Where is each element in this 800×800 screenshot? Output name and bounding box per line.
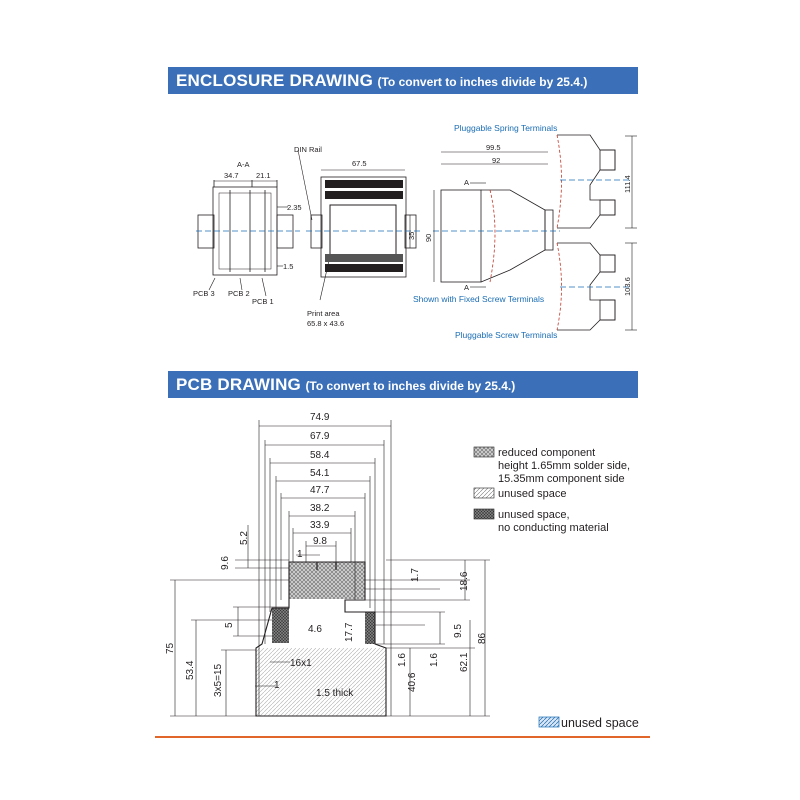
dim-1-7: 1.7 xyxy=(410,568,421,582)
label-pcb1: PCB 1 xyxy=(252,297,274,306)
dim-21-1: 21.1 xyxy=(256,171,271,180)
footer-unused-label: unused space xyxy=(561,716,639,730)
front-view xyxy=(297,149,420,301)
dim-18-6: 18.6 xyxy=(459,571,470,591)
legend-no-conductor-line1: unused space, xyxy=(498,509,570,521)
no-conductor-region-left xyxy=(272,608,289,643)
section-marker-top: A xyxy=(464,178,469,187)
dim-34-7: 34.7 xyxy=(224,171,239,180)
legend-swatch-reduced xyxy=(473,446,495,458)
dim-111-4: 111.4 xyxy=(623,175,632,193)
dim-16x1: 16x1 xyxy=(290,658,312,669)
enclosure-title: ENCLOSURE DRAWING xyxy=(176,71,374,90)
dim-5: 5 xyxy=(224,622,235,628)
pcb-thickness: 1.5 thick xyxy=(316,688,354,699)
spring-terminal-detail xyxy=(556,134,637,229)
width-67-9: 67.9 xyxy=(310,431,330,442)
width-54-1: 54.1 xyxy=(310,468,330,479)
width-33-9: 33.9 xyxy=(310,520,330,531)
dim-90: 90 xyxy=(424,234,433,242)
dim-9-6: 9.6 xyxy=(220,556,231,570)
dim-86: 86 xyxy=(477,632,488,644)
dim-35: 35 xyxy=(407,232,416,240)
legend-reduced-line2: height 1.65mm solder side, xyxy=(498,460,630,472)
dim-17-7: 17.7 xyxy=(344,622,355,642)
dim-103-6: 103.6 xyxy=(623,277,632,296)
dim-62-1: 62.1 xyxy=(459,652,470,672)
bottom-rule xyxy=(155,736,650,738)
footer-unused-swatch xyxy=(538,716,560,728)
dim-40-6: 40.6 xyxy=(407,672,418,692)
dim-1-bottom: 1 xyxy=(274,680,280,691)
label-din-rail: DIN Rail xyxy=(294,145,322,154)
label-print-area-size: 65.8 x 43.6 xyxy=(307,319,344,328)
dim-1: 1 xyxy=(297,549,303,560)
pcb-drawing-banner: PCB DRAWING (To convert to inches divide… xyxy=(168,371,638,398)
section-marker-bottom: A xyxy=(464,283,469,292)
width-74-9: 74.9 xyxy=(310,412,330,423)
label-pcb3: PCB 3 xyxy=(193,289,215,298)
section-label: A-A xyxy=(237,160,250,169)
front-terminal-rows xyxy=(325,180,403,272)
label-spring-terminals: Pluggable Spring Terminals xyxy=(454,123,557,133)
width-47-7: 47.7 xyxy=(310,485,330,496)
legend-swatch-no-conductor xyxy=(473,508,495,520)
dim-4-6: 4.6 xyxy=(308,624,322,635)
width-9-8: 9.8 xyxy=(313,536,327,547)
dim-3x5-15: 3x5=15 xyxy=(213,663,224,697)
dim-75: 75 xyxy=(165,642,176,654)
legend-reduced-line3: 15.35mm component side xyxy=(498,473,625,485)
no-conductor-region-right xyxy=(365,612,375,644)
width-38-2: 38.2 xyxy=(310,503,330,514)
unused-space-region xyxy=(256,648,386,716)
label-pcb2: PCB 2 xyxy=(228,289,250,298)
dim-67-5: 67.5 xyxy=(352,159,367,168)
reduced-height-region xyxy=(289,562,365,599)
label-fixed-screw: Shown with Fixed Screw Terminals xyxy=(413,294,544,304)
dim-2-35: 2.35 xyxy=(287,203,302,212)
legend-reduced-line1: reduced component xyxy=(498,447,595,459)
width-58-4: 58.4 xyxy=(310,450,330,461)
dim-99-5: 99.5 xyxy=(486,143,501,152)
label-print-area: Print area xyxy=(307,309,340,318)
height-dimension-lines xyxy=(170,525,490,717)
dim-1-6-b: 1.6 xyxy=(429,653,440,667)
dim-53-4: 53.4 xyxy=(185,660,196,680)
screw-terminal-detail xyxy=(556,242,637,331)
label-screw-terminals: Pluggable Screw Terminals xyxy=(455,330,557,340)
dim-5-2: 5.2 xyxy=(239,531,250,545)
dim-1-5: 1.5 xyxy=(283,262,293,271)
dim-92: 92 xyxy=(492,156,500,165)
section-a-a-view xyxy=(196,180,300,297)
dim-1-6-a: 1.6 xyxy=(397,653,408,667)
pcb-subtitle: (To convert to inches divide by 25.4.) xyxy=(305,379,516,393)
legend-swatch-unused xyxy=(473,487,495,499)
enclosure-subtitle: (To convert to inches divide by 25.4.) xyxy=(377,75,588,89)
side-view xyxy=(433,151,560,288)
pcb-title: PCB DRAWING xyxy=(176,375,301,394)
legend-no-conductor-line2: no conducting material xyxy=(498,522,609,534)
dim-9-5: 9.5 xyxy=(453,624,464,638)
legend-unused: unused space xyxy=(498,488,567,500)
enclosure-drawing-banner: ENCLOSURE DRAWING (To convert to inches … xyxy=(168,67,638,94)
